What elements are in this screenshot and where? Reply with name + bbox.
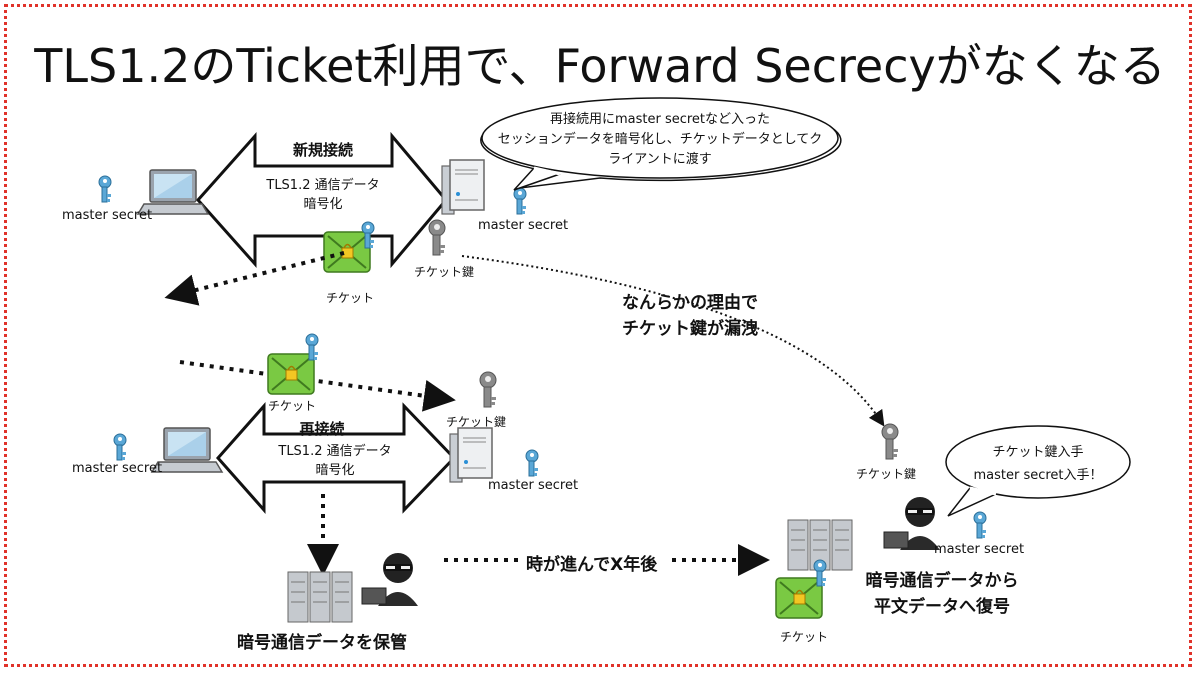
key-icon [973,511,987,539]
ticket-icon [775,577,823,619]
ticket-key-icon [881,423,899,460]
ticket-key-label: チケット鍵 [856,467,917,481]
client-laptop-icon [151,427,223,473]
store-label: 暗号通信データを保管 [237,633,407,653]
reconnection-line2: 暗号化 [315,463,355,478]
ticket-to-client-arrow [164,251,345,306]
hacker-icon [883,496,941,551]
page-title: TLS1.2のTicket利用で、Forward Secrecyがなくなる [34,39,1166,93]
ticket-key-icon [428,219,446,256]
key-icon [113,433,127,461]
new-connection-line2: 暗号化 [303,197,343,212]
attacker-master-secret-label: master secret [934,542,1025,557]
ticket-key-icon [479,371,497,408]
reconnection-line1: TLS1.2 通信データ [278,444,392,459]
leak-text-line2: チケット鍵が漏洩 [622,319,758,339]
ticket-key-label: チケット鍵 [414,265,475,279]
ticket-icon [323,231,371,273]
ticket-key-label: チケット鍵 [446,415,507,429]
key-icon [525,449,539,477]
ticket-icon [267,353,315,395]
dotted-frame [4,4,1192,667]
ticket-label: チケット [326,291,375,305]
server-master-secret-label: master secret [488,478,579,493]
key-icon [98,175,112,203]
client-master-secret-label: master secret [72,461,163,476]
new-connection-line1: TLS1.2 通信データ [266,178,380,193]
new-connection-heading: 新規接続 [292,141,354,159]
hacker-icon [361,552,419,607]
server-bubble-line3: ライアントに渡す [608,152,712,167]
leak-text-line1: なんらかの理由で [622,293,758,313]
time-passes-label: 時が進んでX年後 [526,555,658,575]
attacker-bubble-line1: チケット鍵入手 [992,445,1084,460]
attacker-bubble-line2: master secret入手！ [973,468,1103,483]
server-bubble-ellipse [481,97,839,179]
decrypt-label-line2: 平文データへ復号 [874,597,1010,617]
server-bubble-line2: セッションデータを暗号化し、チケットデータとしてク [497,132,823,147]
server-icon [441,159,485,215]
server-master-secret-label: master secret [478,218,569,233]
ticket-label: チケット [268,399,317,413]
client-master-secret-label: master secret [62,208,153,223]
server-bubble-line1: 再接続用にmaster secretなど入った [549,112,771,127]
ticket-label: チケット [780,630,829,644]
server-icon [449,427,493,483]
server-rack-icon [287,571,353,623]
key-icon [513,187,527,215]
reconnection-heading: 再接続 [299,420,345,438]
leak-arrow [461,255,885,427]
decrypt-label-line1: 暗号通信データから [865,571,1019,591]
attacker-speech-bubble [945,425,1131,499]
